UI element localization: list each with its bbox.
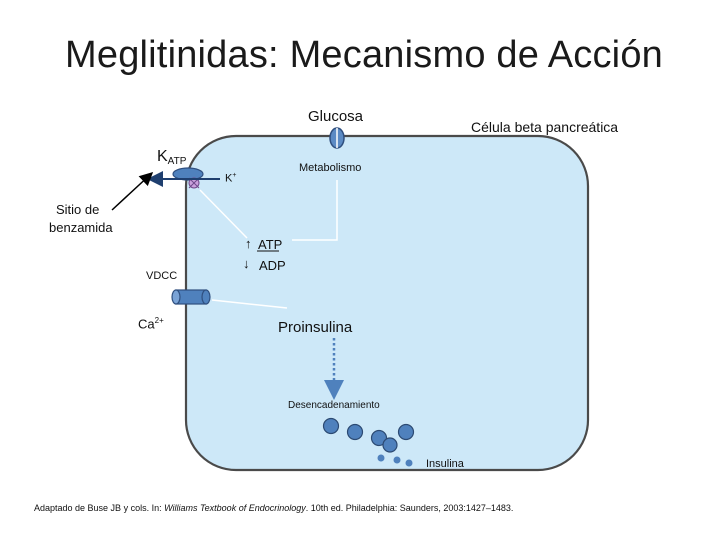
insulin-particle (393, 456, 401, 464)
atp-up-arrow: ↑ (245, 236, 252, 251)
metabolism-path (292, 180, 338, 241)
granule (322, 417, 340, 435)
insulin-granules (322, 417, 415, 453)
adp-down-arrow: ↓ (243, 256, 250, 271)
cell-label: Célula beta pancreática (471, 119, 619, 135)
benzamide-pointer-arrow (111, 171, 154, 211)
benzamide-site-label-line1: Sitio de (56, 202, 100, 217)
reference-citation: Adaptado de Buse JB y cols. In: Williams… (34, 503, 514, 513)
metabolism-label: Metabolismo (299, 162, 362, 174)
insulin-particle (405, 459, 413, 467)
vdcc-label: VDCC (146, 270, 178, 282)
triggering-label: Desencadenamiento (288, 400, 380, 411)
insulin-label: Insulina (426, 458, 464, 470)
calcium-label: Ca2+ (138, 316, 164, 332)
katp-channel (172, 167, 204, 189)
atp-label: ATP (258, 237, 283, 252)
granule (397, 423, 415, 441)
vdcc-channel (171, 289, 211, 305)
insulin-particle (377, 454, 385, 462)
katp-signal-line (199, 189, 248, 239)
glucose-transporter (329, 127, 345, 149)
glucose-label: Glucosa (308, 108, 364, 125)
katp-label: KATP (157, 148, 187, 167)
adp-label: ADP (259, 258, 286, 273)
slide-title: Meglitinidas: Mecanismo de Acción (65, 34, 663, 76)
granule (346, 423, 364, 441)
proinsulin-label: Proinsulina (278, 319, 353, 336)
benzamide-site-label-line2: benzamida (49, 220, 113, 235)
granule (382, 437, 398, 453)
vdcc-signal-line (211, 299, 288, 309)
k-ion-label: K+ (225, 172, 237, 185)
released-insulin (377, 454, 413, 467)
granule (370, 429, 388, 447)
